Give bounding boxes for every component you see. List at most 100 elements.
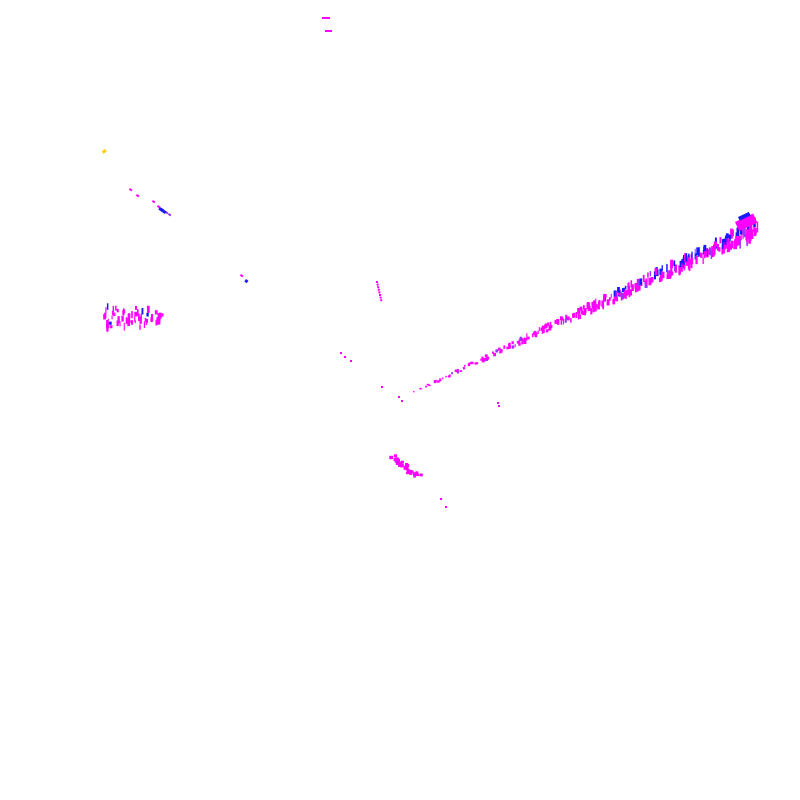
ray-point xyxy=(681,263,683,273)
ray-point xyxy=(516,341,520,344)
center-point xyxy=(350,360,352,362)
top-mark-upper xyxy=(322,17,330,19)
left-point xyxy=(151,314,154,322)
ray-point xyxy=(615,296,618,302)
left-point xyxy=(141,307,144,315)
lower-point xyxy=(396,460,400,463)
ray-point xyxy=(678,267,681,275)
ray-point xyxy=(673,260,676,266)
ray-point xyxy=(747,227,750,233)
lower-point xyxy=(400,463,404,468)
vertical-point xyxy=(376,281,378,283)
ray-point xyxy=(694,248,696,255)
cluster-upper-left-diagonal xyxy=(128,188,172,217)
ray-point xyxy=(630,289,633,296)
ray-point xyxy=(492,351,495,354)
ray-point xyxy=(579,314,581,319)
lower-point xyxy=(396,458,400,461)
ray-point xyxy=(480,358,482,361)
center-point xyxy=(401,400,403,402)
ray-point xyxy=(735,236,737,244)
left-point xyxy=(116,308,119,313)
yellow-point xyxy=(101,149,107,154)
left-point xyxy=(154,310,158,315)
ray-point xyxy=(572,314,574,318)
ray-point xyxy=(749,225,752,236)
cluster-small-blue xyxy=(239,273,249,284)
ray-point xyxy=(592,307,595,313)
vertical-point xyxy=(376,283,379,286)
left-point xyxy=(109,325,113,329)
lower-point xyxy=(395,462,400,465)
vertical-point xyxy=(379,296,382,299)
ray-point xyxy=(470,361,474,365)
left-point xyxy=(161,313,164,317)
ray-point xyxy=(666,273,669,279)
ray-point xyxy=(645,280,647,285)
ray-point xyxy=(690,257,694,265)
vertical-point xyxy=(377,286,380,289)
left-point xyxy=(117,316,120,324)
ray-point xyxy=(581,311,585,316)
left-point xyxy=(138,313,140,321)
lower-point xyxy=(400,460,404,464)
ray-point xyxy=(483,358,486,361)
ray-point xyxy=(577,313,580,320)
ray-point xyxy=(742,228,744,235)
left-point xyxy=(123,322,125,331)
ray-point xyxy=(469,362,472,365)
ray-point xyxy=(592,301,596,307)
ray-point xyxy=(545,329,549,333)
lower-point xyxy=(406,471,410,475)
ray-point xyxy=(649,271,652,277)
ray-point xyxy=(730,228,733,239)
ray-point xyxy=(725,235,728,244)
ray-point xyxy=(687,257,690,265)
ray-point xyxy=(547,322,550,327)
center-point xyxy=(497,402,499,404)
ray-endpoint xyxy=(738,211,751,221)
ray-point xyxy=(619,291,622,297)
ray-point xyxy=(710,250,713,259)
center-point xyxy=(440,498,442,500)
ray-point xyxy=(624,285,627,290)
ray-point xyxy=(523,340,527,344)
ray-point xyxy=(538,327,540,332)
ray-point xyxy=(718,247,721,252)
cluster-vertical-dots xyxy=(376,281,383,302)
left-point xyxy=(116,320,119,326)
ray-point xyxy=(716,243,719,251)
ray-point xyxy=(653,271,656,280)
lower-point xyxy=(398,464,401,467)
ray-endpoint xyxy=(735,213,758,232)
ray-point xyxy=(614,296,616,301)
ray-point xyxy=(608,297,611,301)
ray-point xyxy=(670,259,673,269)
ray-point xyxy=(549,321,552,326)
cluster-top-marks xyxy=(322,17,332,32)
ray-point xyxy=(575,313,578,319)
ray-point xyxy=(595,298,597,305)
ray-point xyxy=(686,257,689,266)
lower-point xyxy=(409,469,413,473)
left-point xyxy=(147,305,150,313)
left-point xyxy=(156,317,159,325)
ray-point xyxy=(525,337,528,341)
top-mark-lower xyxy=(325,30,332,32)
ray-point xyxy=(742,233,744,240)
left-point xyxy=(139,324,141,330)
left-point xyxy=(122,310,124,315)
ray-point xyxy=(695,256,698,265)
left-point xyxy=(113,312,116,317)
left-point xyxy=(140,313,142,317)
lower-point xyxy=(393,454,397,458)
ray-point xyxy=(639,278,643,285)
ray-point xyxy=(725,233,729,239)
left-point xyxy=(157,313,161,321)
left-point xyxy=(107,318,109,326)
ray-point xyxy=(481,359,485,363)
ray-point xyxy=(476,362,479,365)
ray-point xyxy=(727,238,730,247)
ray-point xyxy=(668,270,671,276)
lower-point xyxy=(393,457,398,462)
